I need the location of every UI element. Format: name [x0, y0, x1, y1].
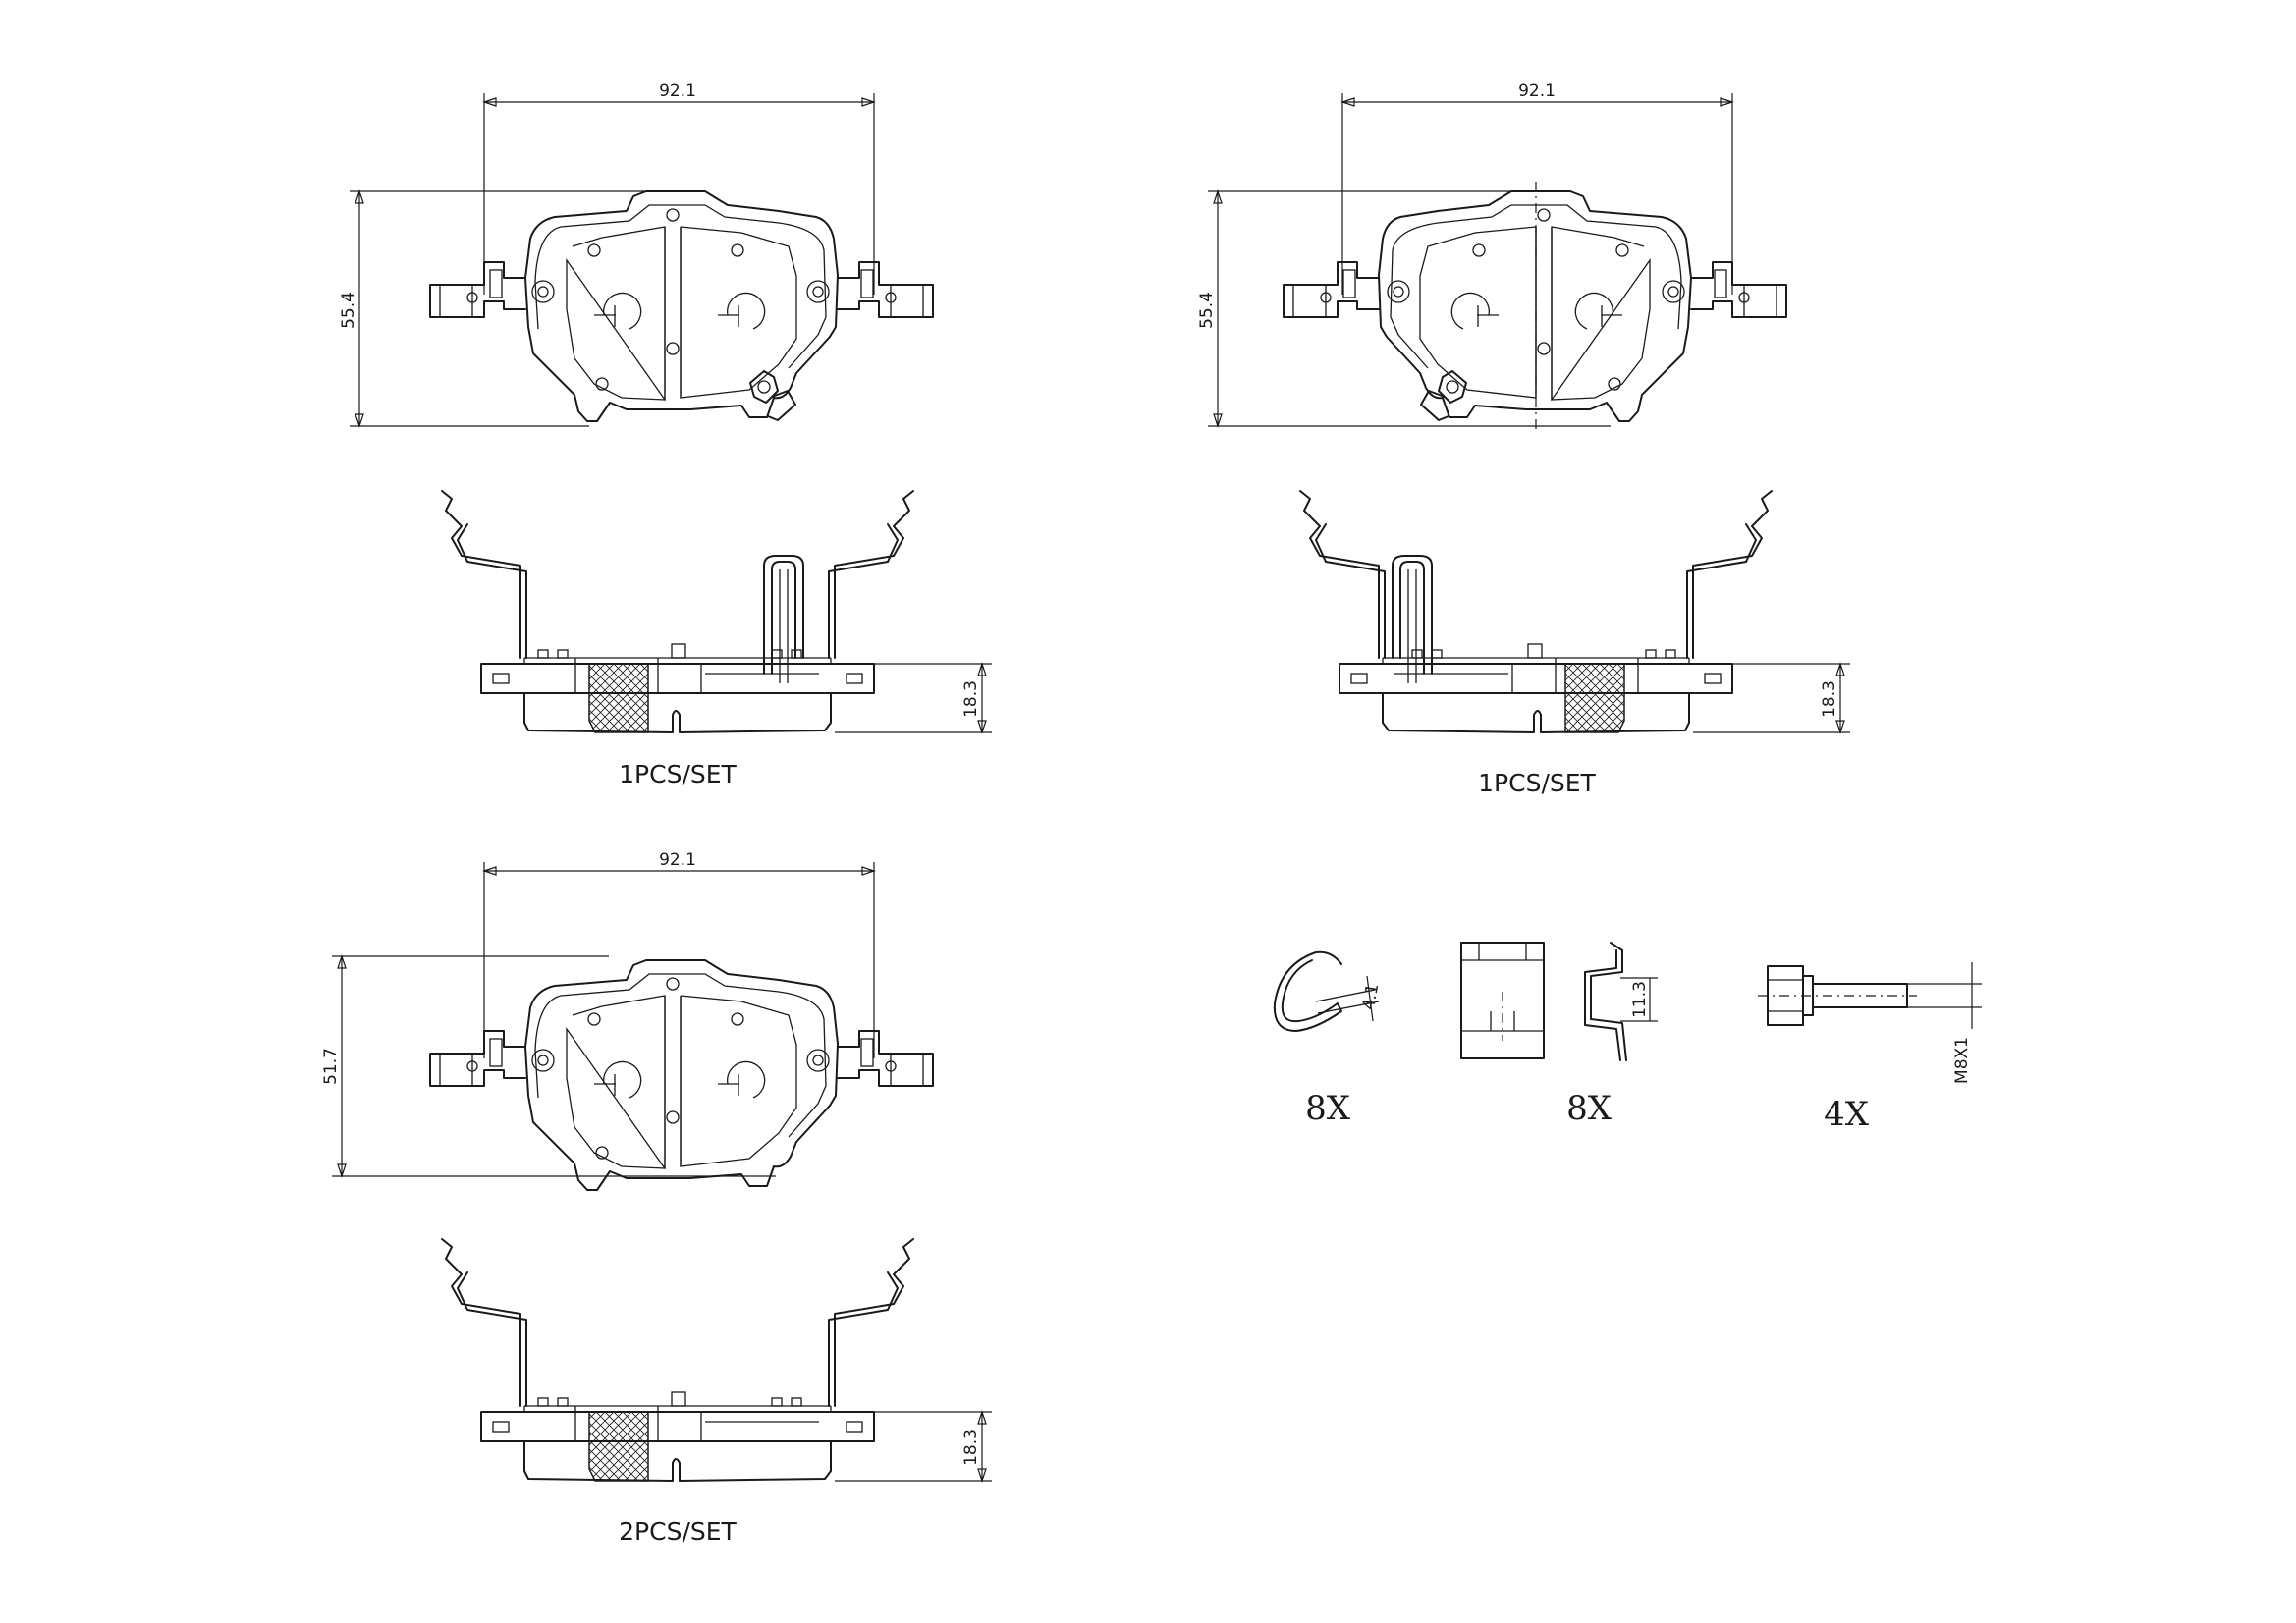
bolt-drawing — [1758, 962, 1982, 1029]
abutment-clip-dimension-label: 11.3 — [1630, 981, 1650, 1018]
spring-clip-dimension-label: 4.1 — [1359, 982, 1383, 1011]
pad-a-front-view — [350, 93, 934, 428]
pad-b-front-view — [1208, 93, 1787, 432]
bolt-thread-label: M8X1 — [1952, 1037, 1972, 1084]
pad-c-side-view — [441, 1238, 992, 1483]
pad-a-side-view — [441, 490, 992, 734]
pad-b-thickness-label: 18.3 — [1820, 680, 1839, 718]
abutment-clip-quantity-label: 8X — [1566, 1089, 1613, 1128]
pad-b-width-label: 92.1 — [1518, 81, 1556, 101]
abutment-clip-front-drawing — [1460, 942, 1545, 1059]
spring-clip-quantity-label: 8X — [1305, 1089, 1351, 1128]
pad-b-set-label: 1PCS/SET — [1478, 769, 1596, 797]
spring-clip-drawing — [1273, 950, 1380, 1032]
pad-b-height-label: 55.4 — [1197, 292, 1217, 329]
pad-a-thickness-label: 18.3 — [961, 680, 981, 718]
pad-a-width-label: 92.1 — [659, 81, 696, 101]
pad-a-height-label: 55.4 — [339, 292, 358, 329]
pad-c-height-label: 51.7 — [321, 1048, 341, 1085]
abutment-clip-side-drawing — [1584, 942, 1658, 1061]
pad-b-side-view — [1299, 490, 1850, 734]
pad-c-width-label: 92.1 — [659, 850, 696, 870]
pad-c-set-label: 2PCS/SET — [619, 1517, 737, 1545]
pad-c-front-view — [332, 862, 934, 1191]
pad-c-thickness-label: 18.3 — [961, 1429, 981, 1466]
pad-a-set-label: 1PCS/SET — [619, 760, 737, 788]
bolt-quantity-label: 4X — [1824, 1095, 1870, 1134]
